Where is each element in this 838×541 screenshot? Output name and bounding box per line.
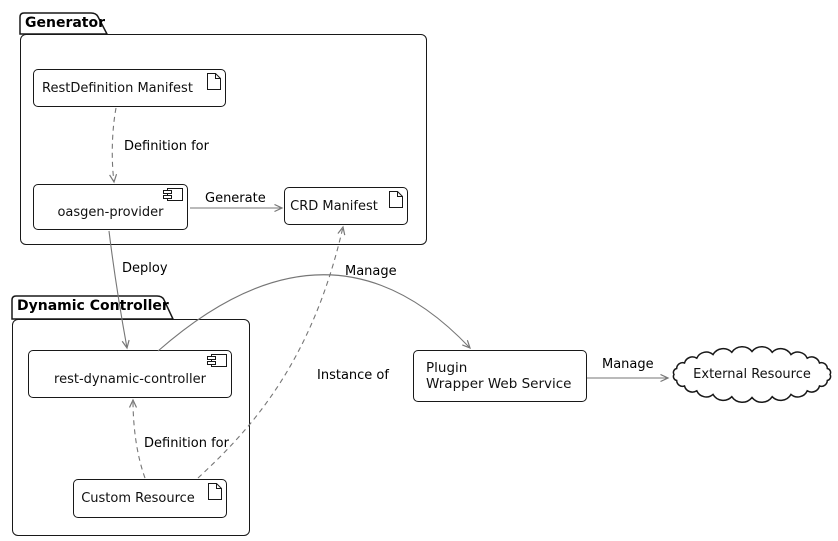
artifact-file-icon xyxy=(207,73,221,90)
plugin-wrapper-label-line1: Plugin xyxy=(426,359,468,376)
edge-label-manage-external: Manage xyxy=(602,357,654,372)
edge-label-definition-for-top: Definition for xyxy=(124,139,209,154)
edge-label-definition-for-bottom: Definition for xyxy=(144,436,229,451)
crd-manifest-label: CRD Manifest xyxy=(290,198,378,214)
node-crd-manifest: CRD Manifest xyxy=(284,187,408,225)
custom-resource-label: Custom Resource xyxy=(81,491,195,506)
node-custom-resource: Custom Resource xyxy=(73,479,227,518)
package-generator-label: Generator xyxy=(25,15,106,31)
node-plugin-wrapper-web-service: Plugin Wrapper Web Service xyxy=(413,350,587,402)
node-rest-definition-manifest: RestDefinition Manifest xyxy=(33,69,226,107)
component-icon xyxy=(207,354,227,367)
plugin-wrapper-label-line2: Wrapper Web Service xyxy=(426,376,572,392)
external-resource-label: External Resource xyxy=(693,367,811,382)
package-dynamic-controller-label: Dynamic Controller xyxy=(17,298,169,314)
node-oasgen-provider: oasgen-provider xyxy=(33,184,188,230)
edge-label-instance-of: Instance of xyxy=(317,368,389,383)
rest-dynamic-controller-label: rest-dynamic-controller xyxy=(54,371,206,387)
edge-label-deploy: Deploy xyxy=(122,261,168,276)
edge-label-manage-crd: Manage xyxy=(345,264,397,279)
oasgen-provider-label: oasgen-provider xyxy=(57,204,164,220)
rest-definition-manifest-label: RestDefinition Manifest xyxy=(42,80,193,96)
artifact-file-icon xyxy=(208,483,222,500)
artifact-file-icon xyxy=(389,191,403,208)
edge-label-generate: Generate xyxy=(205,191,266,206)
component-icon xyxy=(163,188,183,201)
node-rest-dynamic-controller: rest-dynamic-controller xyxy=(28,350,232,398)
